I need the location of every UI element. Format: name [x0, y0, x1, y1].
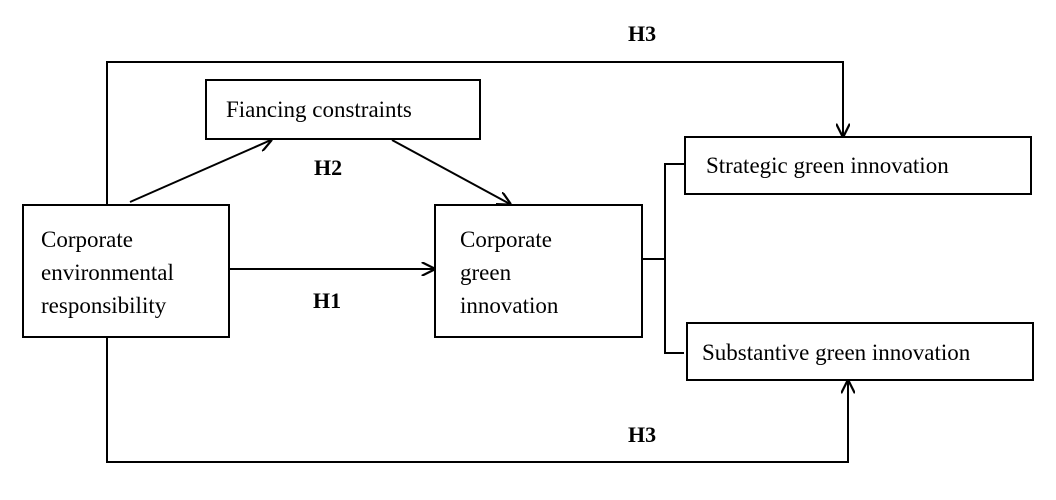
cgi-label-line1: Corporate: [460, 227, 552, 252]
cer-label-line2: environmental: [41, 260, 174, 285]
cgi-label-line2: green: [460, 260, 512, 285]
cer-label-line3: responsibility: [41, 293, 167, 318]
cgi-label-line3: innovation: [460, 293, 559, 318]
substantive-green-innovation-box: Substantive green innovation: [686, 322, 1034, 381]
financing-constraints-label: Fiancing constraints: [226, 97, 412, 122]
h3-bottom-arrow: [106, 338, 848, 463]
h2-arrow-to-cgi: [391, 139, 510, 204]
corporate-green-innovation-box: Corporate green innovation: [434, 204, 643, 338]
h2-arrow-to-financing: [129, 140, 271, 203]
h3-bottom-label: H3: [628, 422, 657, 447]
h1-label: H1: [313, 288, 342, 313]
bracket: [664, 163, 684, 354]
cer-label-line1: Corporate: [41, 227, 133, 252]
strategic-green-innovation-box: Strategic green innovation: [684, 136, 1032, 195]
financing-constraints-box: Fiancing constraints: [205, 79, 481, 140]
substantive-green-innovation-label: Substantive green innovation: [702, 340, 971, 365]
corporate-environmental-responsibility-box: Corporate environmental responsibility: [22, 204, 230, 338]
h3-top-arrow: [106, 61, 843, 204]
h3-top-label: H3: [628, 21, 657, 46]
strategic-green-innovation-label: Strategic green innovation: [706, 153, 949, 178]
h2-label: H2: [314, 155, 343, 180]
